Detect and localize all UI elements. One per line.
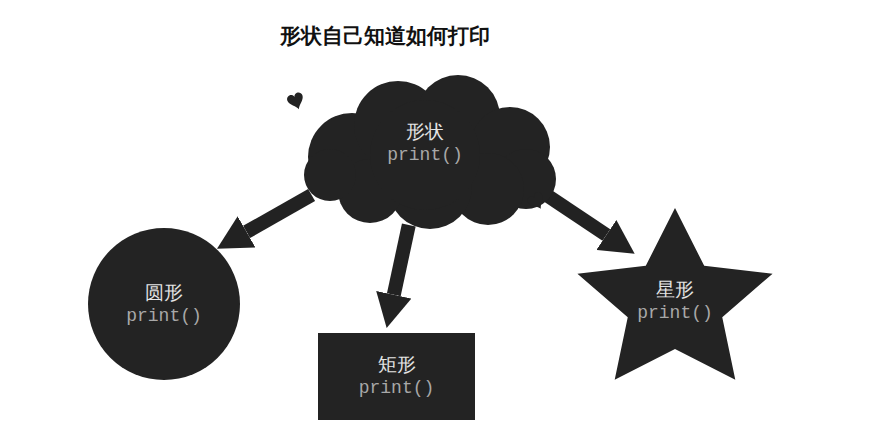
shape-name: 星形	[656, 278, 694, 302]
circle-outline	[88, 228, 240, 380]
cloud-node: 形状print()	[290, 75, 560, 225]
shape-name: 矩形	[378, 353, 416, 377]
rect-outline	[318, 333, 475, 420]
arrow-connector	[394, 225, 409, 295]
method-name: print()	[387, 144, 463, 167]
rect-node: 矩形print()	[318, 333, 475, 420]
method-name: print()	[637, 302, 713, 325]
arrow-connector	[547, 195, 607, 235]
circle-node: 圆形print()	[88, 228, 240, 380]
star-node: 星形print()	[570, 208, 780, 380]
shape-name: 形状	[406, 120, 444, 144]
method-name: print()	[126, 305, 202, 328]
arrow-connector	[247, 195, 312, 232]
shape-name: 圆形	[145, 281, 183, 305]
method-name: print()	[359, 377, 435, 400]
diagram-title: 形状自己知道如何打印	[0, 22, 770, 50]
